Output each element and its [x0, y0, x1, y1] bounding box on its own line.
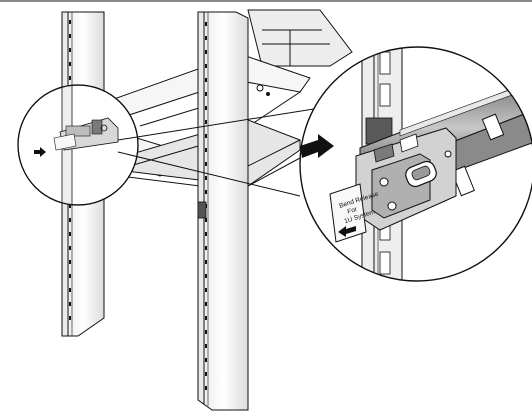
rack-post-right: [197, 11, 249, 411]
callout-connector-bottom: [117, 151, 301, 197]
detail-callout-small: [17, 84, 139, 206]
callout-connector-top: [117, 107, 321, 141]
release-tab-label: Bend Release For 1U System: [329, 183, 380, 243]
arrow-small-right: [34, 147, 46, 157]
label-line-2: For: [347, 206, 359, 216]
arrow-large-right: [300, 134, 334, 158]
arrow-tab-left: [338, 226, 356, 237]
detail-callout-large: [299, 46, 532, 282]
